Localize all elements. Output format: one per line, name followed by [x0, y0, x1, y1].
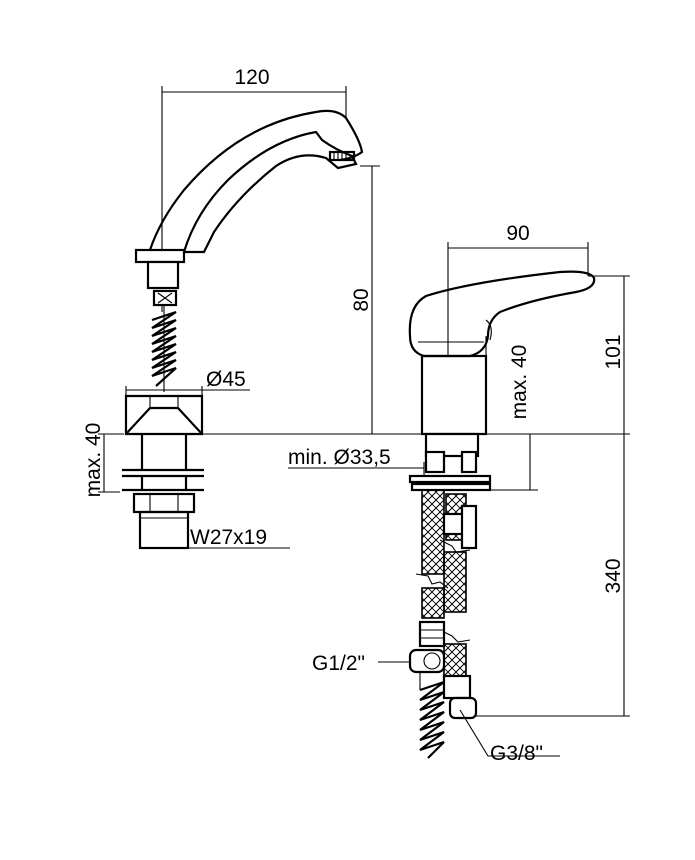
break-mark-left — [415, 573, 449, 589]
spout-reach-label: 120 — [234, 66, 269, 89]
spout-arm-top — [148, 110, 317, 251]
mixer-thickness-label: max. 40 — [508, 345, 531, 420]
spout-view: 120 Ø45 — [82, 66, 422, 550]
nut-box — [152, 289, 178, 307]
mount-plate — [408, 474, 492, 484]
spout-wrench-label: W27x19 — [190, 526, 267, 549]
hose-right-nut — [460, 504, 478, 550]
base-cone — [125, 406, 203, 435]
thread-outlet-label: G3/8" — [490, 742, 543, 765]
spout-collar — [134, 248, 186, 264]
thread-inlet-label: G1/2" — [312, 652, 365, 675]
mixer-lever — [408, 270, 596, 358]
mixer-hole-label: min. Ø33,5 — [288, 446, 391, 469]
mixer-height-label: 101 — [602, 334, 625, 369]
inlet-fitting-right — [460, 450, 478, 474]
mixer-body — [420, 354, 488, 436]
spout-arm — [136, 130, 358, 254]
inlet-fitting-left — [424, 450, 446, 474]
hose-left-mid — [421, 587, 445, 619]
shank — [140, 434, 188, 470]
g12-fitting — [418, 620, 446, 648]
break-mark-right-2 — [439, 629, 471, 643]
hose-right-lower — [443, 643, 467, 677]
mount-washer — [410, 482, 492, 492]
lower-threaded-hose — [419, 680, 445, 759]
mixer-view: 90 max. 40 101 340 min. Ø33,5 — [288, 222, 630, 765]
g12-nut — [408, 648, 446, 674]
lever-detail — [418, 319, 492, 343]
aerator — [328, 150, 356, 162]
spout-thickness-label: max. 40 — [82, 423, 105, 498]
mixer-shank-top — [424, 432, 480, 458]
spout-neck — [146, 260, 180, 290]
hose-right-mid — [443, 551, 467, 613]
lock-nut — [132, 492, 196, 514]
g12-nut-circle — [423, 652, 441, 670]
mixer-width-label: 90 — [506, 222, 529, 245]
g38-fitting — [442, 674, 472, 700]
break-mark-right-1 — [439, 539, 471, 553]
g38-nut — [448, 696, 478, 720]
hose-length-label: 340 — [602, 558, 625, 593]
nut-cross — [157, 292, 173, 304]
spout-tip — [315, 109, 364, 162]
threaded-rod — [151, 310, 177, 387]
spout-height-label: 80 — [350, 288, 373, 311]
hose-left-upper — [421, 489, 445, 575]
shank-end — [138, 510, 190, 550]
leader-g38 — [459, 709, 560, 757]
spout-diameter-label: Ø45 — [206, 368, 246, 391]
base-box — [124, 394, 204, 436]
